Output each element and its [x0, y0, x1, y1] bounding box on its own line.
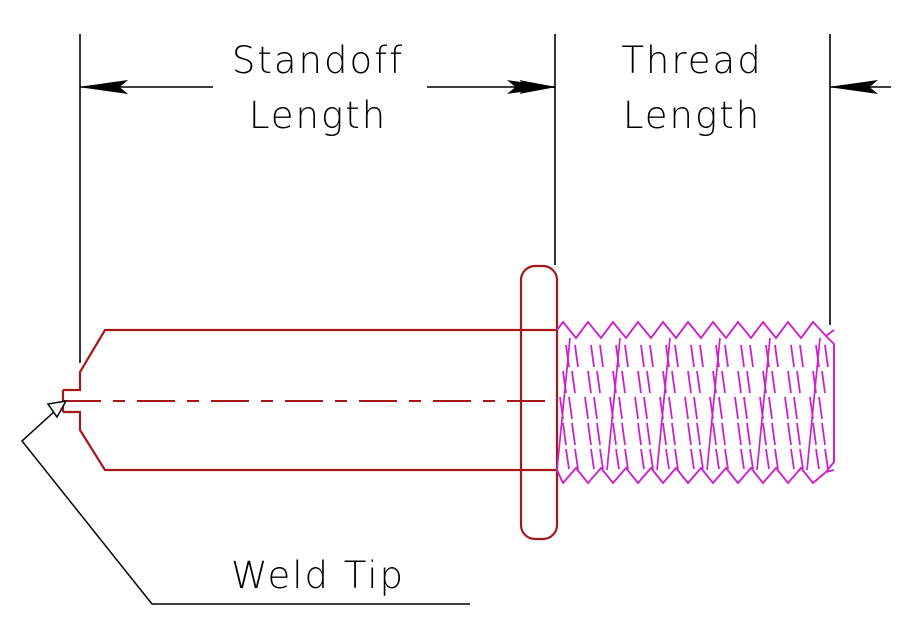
- thread-layer: [556, 320, 835, 485]
- thread-dimension: Thread Length: [519, 39, 891, 137]
- standoff-dimension: Standoff Length: [79, 39, 556, 137]
- thread-helix-row-1: [565, 344, 829, 368]
- collar-flange: [519, 264, 559, 541]
- thread-helix-row-4: [562, 422, 826, 446]
- weld-tip-arrowhead-open: [46, 400, 68, 419]
- stud-lower-profile: [63, 410, 522, 472]
- stud-body-layer: [61, 264, 559, 541]
- weld-tip-leader-line: [20, 400, 470, 605]
- thread-arrowhead-right: [829, 80, 879, 94]
- weld-tip-annotation: Weld Tip: [20, 400, 470, 605]
- thread-crest-bottom: [556, 466, 835, 485]
- standoff-arrowhead-left: [79, 80, 129, 94]
- thread-flank-sweeps: [556, 337, 821, 471]
- standoff-label-line2: Length: [249, 94, 387, 137]
- dimension-layer: Standoff Length Thread Length: [79, 34, 891, 363]
- thread-helix-row-3: [559, 396, 823, 420]
- thread-arrowhead-left: [519, 80, 556, 94]
- thread-crest-top: [556, 320, 835, 340]
- thread-helix-row-5: [565, 448, 829, 470]
- stud-upper-profile: [63, 328, 522, 392]
- thread-helix-lines: [556, 337, 829, 471]
- weld-tip-label: Weld Tip: [231, 554, 405, 597]
- thread-label-line1: Thread: [621, 39, 762, 82]
- thread-label-line2: Length: [623, 94, 761, 137]
- thread-helix-row-2: [562, 370, 826, 394]
- standoff-label-line1: Standoff: [232, 39, 404, 82]
